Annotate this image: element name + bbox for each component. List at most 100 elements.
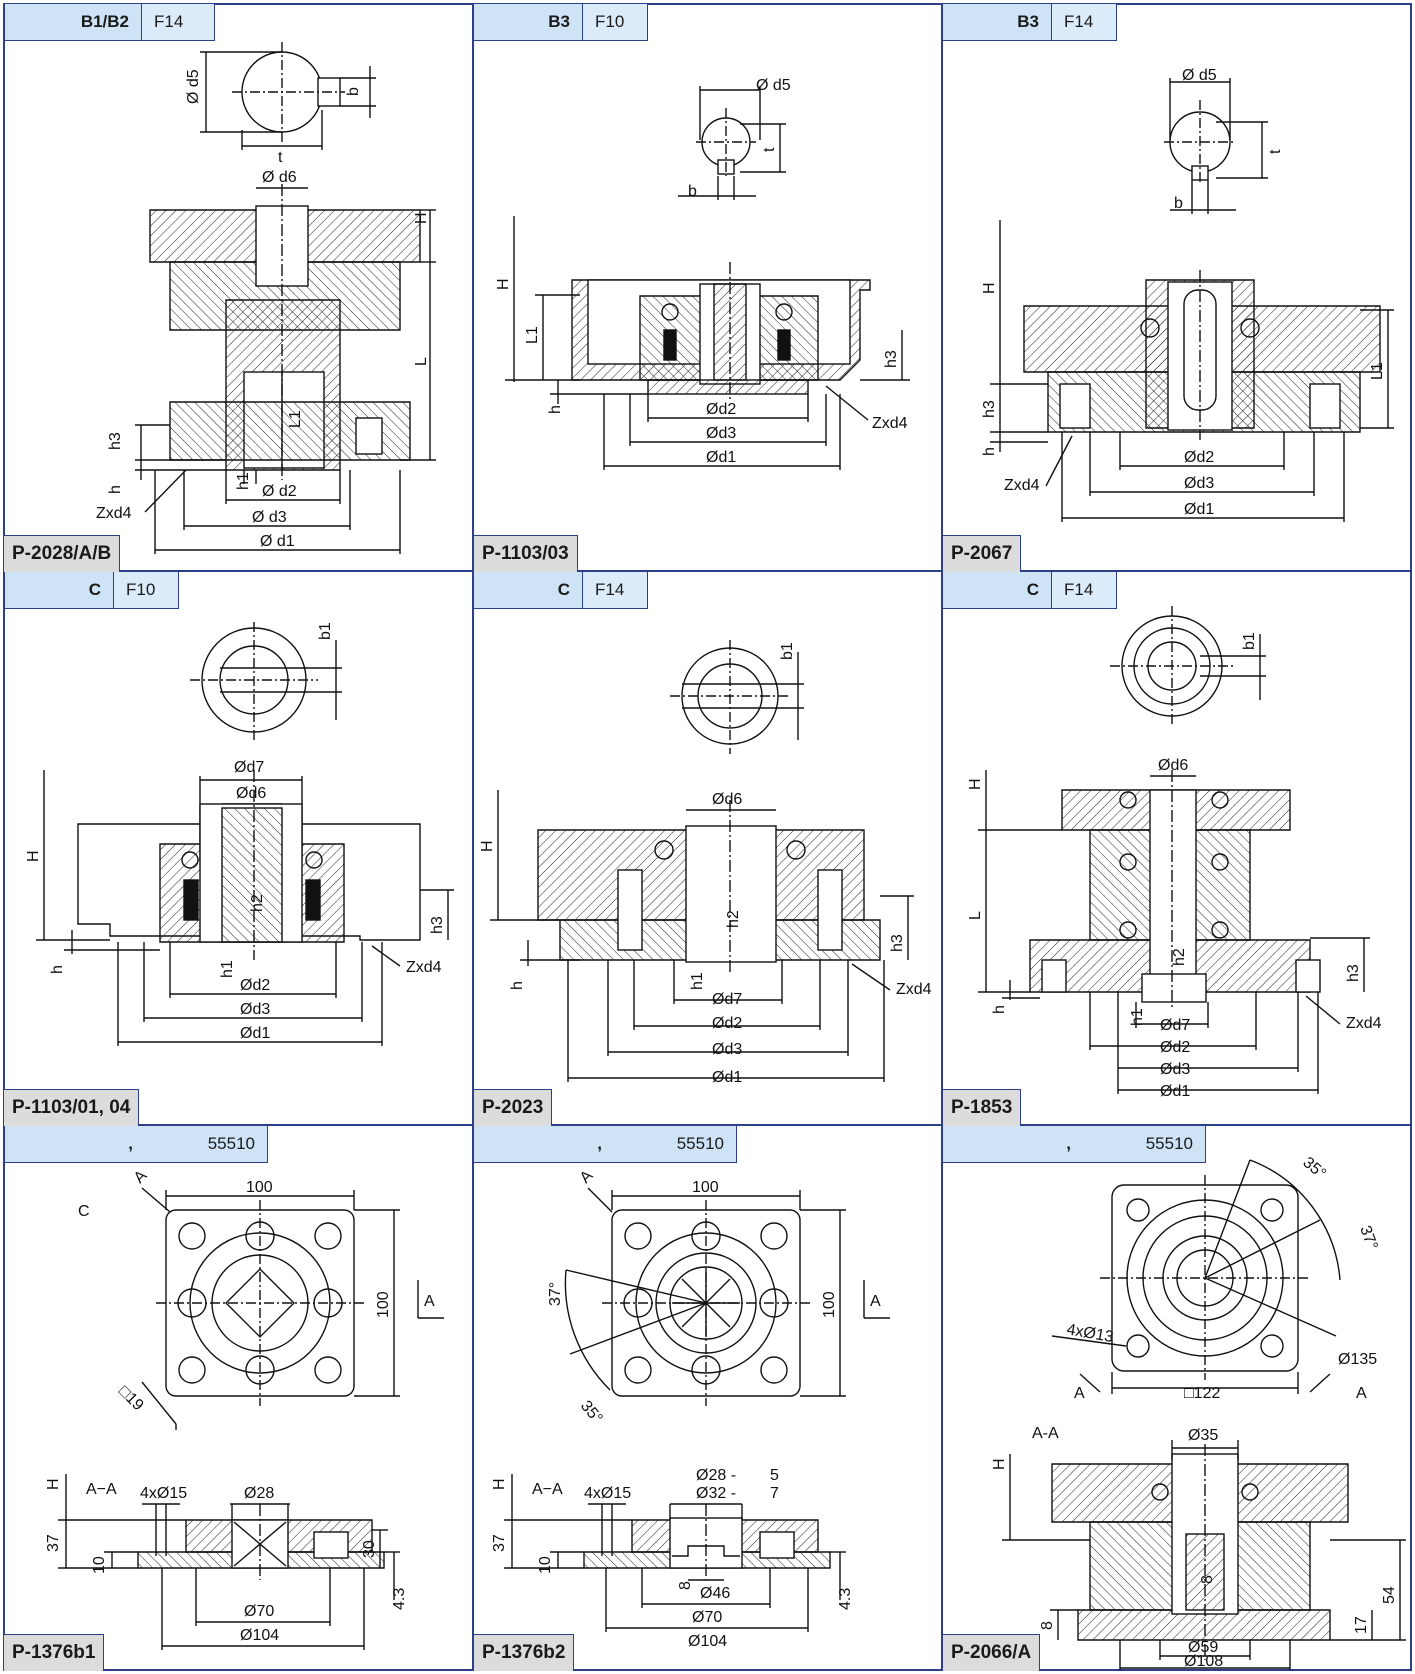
section-mark-a-right: A <box>870 1293 881 1310</box>
dim-d3: Ød3 <box>1160 1061 1190 1078</box>
dim-4-3: 4.3 <box>837 1588 854 1610</box>
section-mark-a-right: A <box>1356 1385 1367 1402</box>
section-a-a: A-A <box>1032 1425 1059 1442</box>
dim-height-100: 100 <box>821 1291 838 1318</box>
series-label: , <box>597 1134 602 1153</box>
dim-L1: L1 <box>1369 362 1386 380</box>
panel-3-drawing <box>990 78 1394 522</box>
dim-d1: Ød1 <box>1160 1083 1190 1100</box>
dim-holes: 4xØ13 <box>1065 1321 1114 1346</box>
panel-4-dimension-labels: b1 Ød7 Ød6 H h2 h3 h h1 Ød2 Ød3 Ød1 Zxd4 <box>25 622 446 1042</box>
panel-7-dimension-labels: C A 100 100 A □19 H A−A 4xØ15 Ø28 37 10 … <box>45 1167 435 1644</box>
dim-d104: Ø104 <box>688 1633 727 1650</box>
panel-5-header-tag: C F14 <box>473 572 648 609</box>
dim-h: h <box>991 1005 1008 1014</box>
dim-h3: h3 <box>107 432 124 450</box>
dim-d2: Ød2 <box>1160 1039 1190 1056</box>
dim-d70: Ø70 <box>244 1603 274 1620</box>
panel-1-drawing <box>135 42 436 554</box>
standard-label: 55510 <box>145 1126 267 1162</box>
dim-angle-35: 35° <box>1299 1154 1328 1183</box>
dim-d6: Ød6 <box>1158 757 1188 774</box>
dim-d1: Ød1 <box>712 1069 742 1086</box>
section-mark-a-top: A <box>577 1167 597 1187</box>
dim-zxd4: Zxd4 <box>1346 1015 1382 1032</box>
dim-d28: Ø28 - <box>696 1467 736 1484</box>
dim-zxd4: Zxd4 <box>1004 477 1040 494</box>
dim-angle-37: 37° <box>1356 1224 1380 1253</box>
dim-d1: Ød1 <box>706 449 736 466</box>
dim-d5: Ø d5 <box>756 77 791 94</box>
dim-H: H <box>45 1478 62 1490</box>
dim-H: H <box>413 212 430 224</box>
dim-d2: Ød2 <box>240 977 270 994</box>
dim-h: h <box>547 405 564 414</box>
panel-7-header-tag: , 55510 <box>4 1126 268 1163</box>
flange-label: F14 <box>141 4 214 40</box>
panel-9-header-tag: , 55510 <box>942 1126 1206 1163</box>
dim-d7: Ød7 <box>234 759 264 776</box>
series-label: , <box>128 1134 133 1153</box>
dim-h: h <box>981 447 998 456</box>
panel-4-drawing <box>36 622 454 1046</box>
flange-label: F10 <box>113 572 178 608</box>
dim-h2: h2 <box>249 894 266 912</box>
dim-h3: h3 <box>429 916 446 934</box>
dim-h2: h2 <box>725 910 742 928</box>
dim-d1: Ø d1 <box>260 533 295 550</box>
dim-d5: Ø d5 <box>185 69 202 104</box>
dim-h1: h1 <box>1129 1008 1146 1026</box>
dim-width-100: 100 <box>246 1179 273 1196</box>
note-7: 7 <box>770 1485 779 1502</box>
dim-d5: Ø d5 <box>1182 67 1217 84</box>
dim-d2: Ø d2 <box>262 483 297 500</box>
dim-H: H <box>495 278 512 290</box>
panel-1-part-code: P-2028/A/B <box>4 535 121 572</box>
dim-h3: h3 <box>981 400 998 418</box>
dim-b1: b1 <box>1241 632 1258 650</box>
dim-h3: h3 <box>889 934 906 952</box>
dim-d104: Ø104 <box>240 1627 279 1644</box>
dim-h3: h3 <box>883 350 900 368</box>
dim-zxd4: Zxd4 <box>96 505 132 522</box>
dim-d3: Ød3 <box>706 425 736 442</box>
dim-H: H <box>967 778 984 790</box>
dim-b: b <box>1174 195 1183 212</box>
dim-8: 8 <box>677 1581 694 1590</box>
dim-t: t <box>278 149 283 166</box>
label-c: C <box>78 1203 90 1220</box>
dim-d28: Ø28 <box>244 1485 274 1502</box>
panel-5-part-code: P-2023 <box>474 1089 553 1126</box>
panel-9-drawing <box>1002 1159 1406 1670</box>
panel-8-dimension-labels: A 100 100 A 37° 35° H A−A 4xØ15 Ø28 - Ø3… <box>491 1167 881 1650</box>
dim-angle-37: 37° <box>547 1282 564 1306</box>
panel-3-part-code: P-2067 <box>943 535 1022 572</box>
dim-L: L <box>413 357 430 366</box>
dim-holes: 4xØ15 <box>140 1485 187 1502</box>
note-5: 5 <box>770 1467 779 1484</box>
dim-8-inner: 8 <box>1199 1575 1216 1584</box>
dim-h: h <box>49 965 66 974</box>
dim-b: b <box>688 183 697 200</box>
dim-h2: h2 <box>1171 948 1188 966</box>
panel-2-header-tag: B3 F10 <box>473 4 648 41</box>
dim-d46: Ø46 <box>700 1585 730 1602</box>
dim-L: L <box>967 911 984 920</box>
dim-d2: Ød2 <box>706 401 736 418</box>
dim-10: 10 <box>537 1556 554 1574</box>
dim-d35: Ø35 <box>1188 1427 1218 1444</box>
dim-d1: Ød1 <box>240 1025 270 1042</box>
series-label: C <box>1026 580 1039 599</box>
panel-6-part-code: P-1853 <box>943 1089 1022 1126</box>
dim-d6: Ød6 <box>236 785 266 802</box>
dim-d7: Ød7 <box>712 991 742 1008</box>
dim-width-100: 100 <box>692 1179 719 1196</box>
panel-4-header-tag: C F10 <box>4 572 179 609</box>
flange-label: F10 <box>582 4 647 40</box>
dim-d3: Ø d3 <box>252 509 287 526</box>
section-mark-a-left: A <box>1074 1385 1085 1402</box>
dim-d3: Ød3 <box>240 1001 270 1018</box>
dim-h3: h3 <box>1345 964 1362 982</box>
panel-1-dimension-labels: Ø d5 b t Ø d6 H L L1 h3 h h1 Ø d2 Ø d3 Ø… <box>96 69 430 550</box>
dim-H: H <box>991 1458 1008 1470</box>
